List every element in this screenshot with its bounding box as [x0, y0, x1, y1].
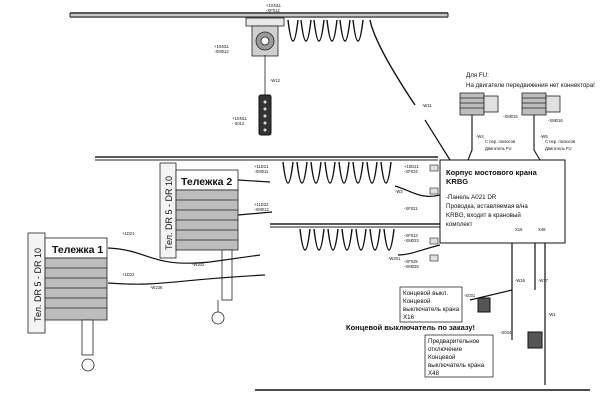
motor-right	[521, 92, 561, 116]
limit-switch-1-box	[399, 286, 463, 323]
ref-xf025: -XF025	[404, 259, 418, 264]
crane-body-title-2: KRBG	[446, 177, 468, 186]
limit2-line4: выключатель крана	[428, 362, 485, 369]
connectors-left	[429, 164, 439, 262]
ref-w236: -W236	[150, 285, 163, 290]
ref-w2: -W2	[395, 189, 403, 194]
trolley-1	[27, 232, 108, 372]
panel-line-4: комплект	[446, 221, 473, 228]
ref-w17: -W17	[538, 278, 549, 283]
ref-hoist-xm2: -XM012	[214, 49, 229, 54]
limit2-line2: отключение	[428, 346, 463, 353]
limit1-line4: X16	[403, 314, 415, 321]
ref-1d21: +1D21	[122, 231, 135, 236]
festoon-beam3	[299, 228, 395, 251]
ref-s031: -S031	[464, 293, 476, 298]
fu-note: На двигателе передвижения нет коннектора…	[466, 82, 595, 89]
ref-11d22: +11D22	[254, 202, 269, 207]
motor-left-note-1: С пер. полюсов	[485, 139, 516, 144]
panel-line-2: Проводка, вставляемая в/на	[446, 203, 528, 210]
panel-line-3: KRBG, входит в крановый	[446, 212, 521, 219]
label-trolley-1: Тележка 1	[52, 244, 103, 256]
ref-1d22: +1D22	[122, 272, 135, 277]
motor-right-note-1: С пер. полюсов	[545, 139, 576, 144]
ref-x48: X48	[538, 227, 546, 232]
ref-w11: -W11	[422, 103, 432, 108]
ref-w201: -W201	[388, 256, 401, 261]
limit2-line1: Предварительное	[428, 338, 480, 345]
festoon-top	[287, 19, 416, 106]
motor-left-note-2: Двигатель FU	[485, 146, 512, 151]
fu-title: Для FU:	[466, 72, 489, 79]
motor-left	[459, 92, 499, 116]
ref-xm025: -XM025	[404, 264, 419, 269]
beam-2	[95, 156, 438, 161]
limit1-line1: Концевой выкл.	[403, 290, 448, 297]
ref-top-xb: +1SN11	[266, 3, 282, 8]
motor-right-note-2: Двигатель FU	[545, 146, 572, 151]
limit-switch-1	[477, 297, 491, 313]
beam-3	[270, 223, 440, 228]
ref-w4: -W4	[476, 134, 484, 139]
crane-body-title-1: Корпус мостового крана	[446, 168, 538, 177]
ref-xm023: -XM023	[404, 238, 419, 243]
ref-top-xf: -XF012	[266, 8, 280, 13]
limit1-line2: Концевой	[403, 298, 431, 305]
crane-body-box	[439, 159, 566, 244]
label-trolley-1-drive: Тел. DR 5 - DR 10	[33, 248, 43, 322]
ref-w5: -W5	[540, 134, 548, 139]
ref-w202: -W202	[192, 262, 205, 267]
motor-cables	[467, 115, 541, 161]
ref-11d21: +11D21	[254, 164, 269, 169]
ref-xm011: -XM011	[254, 169, 269, 174]
ref-pendant: +1SN11	[232, 116, 248, 121]
ref-xm015: -XM015	[503, 114, 518, 119]
ref-xm021: +10D21	[404, 164, 419, 169]
limit2-line5: X48	[428, 370, 440, 377]
limit-switch-2-box	[424, 334, 494, 378]
label-trolley-2: Тележка 2	[181, 176, 232, 188]
pendant	[258, 55, 272, 136]
ref-hoist-xm: +1SN11	[214, 44, 230, 49]
ref-s034: -S034	[500, 330, 512, 335]
ref-x16: X16	[515, 227, 523, 232]
ref-xf024: -XF024	[404, 169, 418, 174]
order-note: Концевой выключатель по заказу!	[346, 323, 475, 332]
limit1-line3: выключатель крана	[403, 306, 460, 313]
ref-pendant2: - S012	[232, 121, 245, 126]
label-trolley-2-drive: Тел. DR 5 - DR 10	[164, 176, 174, 250]
limit2-line3: Концевой	[428, 354, 456, 361]
ref-xf013: -XF013	[404, 233, 418, 238]
limit-cables	[469, 243, 546, 385]
hoist-top	[245, 17, 285, 57]
ref-w16: -W16	[515, 278, 526, 283]
limit-switch-2	[527, 331, 543, 349]
ref-w12: -W12	[270, 78, 281, 83]
trolley-2	[159, 162, 239, 325]
cable-runs	[107, 119, 451, 285]
festoon-beam2	[282, 161, 392, 184]
panel-line-1: -Панель A021 DR	[446, 194, 497, 201]
ref-xf021: -XF021	[404, 206, 418, 211]
ref-xm016: -XM016	[548, 118, 563, 123]
bridge-beam	[69, 12, 449, 18]
ref-xm012: -XM012	[254, 207, 269, 212]
ref-w1: -W1	[548, 312, 556, 317]
